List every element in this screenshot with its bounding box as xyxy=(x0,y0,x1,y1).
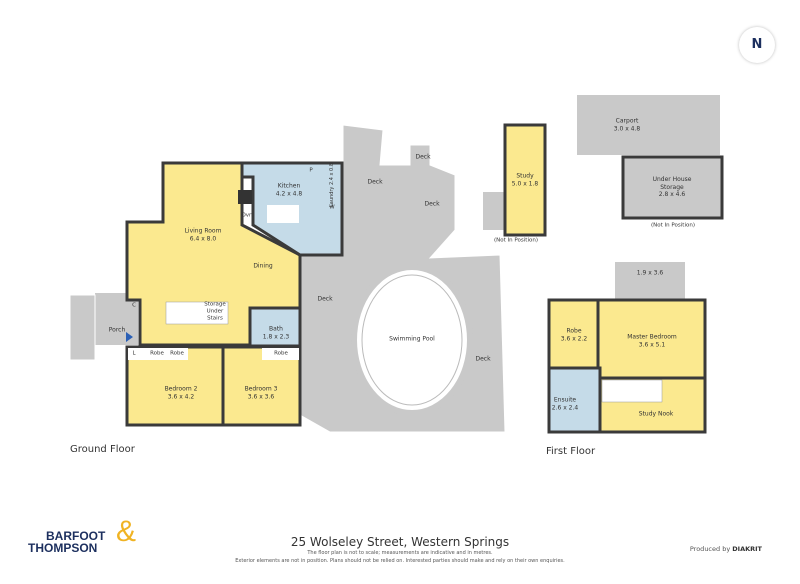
pool-label: Swimming Pool xyxy=(389,335,435,343)
under-house-storage xyxy=(621,155,724,220)
laundry-label: Laundry 2.4 x 0.8 xyxy=(328,162,335,208)
bath xyxy=(248,306,302,348)
under-house-note: (Not In Position) xyxy=(651,222,695,229)
porch-label: Porch xyxy=(108,326,126,334)
first-floor-title: First Floor xyxy=(546,446,596,457)
robe-label: Robe xyxy=(274,350,288,357)
deck-label: Deck xyxy=(424,200,440,208)
stairs xyxy=(165,301,229,325)
entry-arrow-icon xyxy=(126,332,133,342)
property-address: 25 Wolseley Street, Western Springs xyxy=(290,535,510,549)
study-note: (Not In Position) xyxy=(494,237,538,244)
study-steps xyxy=(483,192,505,230)
barfoot-thompson-logo: BARFOOT THOMPSON & xyxy=(28,515,137,555)
balcony-label: 1.9 x 3.6 xyxy=(636,269,664,277)
study xyxy=(503,123,547,237)
porch-steps xyxy=(69,294,96,361)
carport xyxy=(577,95,720,155)
disclaimer: The floor plan is not to scale; measurem… xyxy=(235,550,565,564)
pantry-label: P xyxy=(309,167,313,174)
balcony xyxy=(615,262,685,300)
deck-label: Deck xyxy=(317,295,333,303)
first-floor-robe xyxy=(547,298,600,370)
ground-floor-title: Ground Floor xyxy=(70,444,135,455)
deck-label: Deck xyxy=(367,178,383,186)
master-bedroom xyxy=(596,298,707,380)
oven-label: Ovn xyxy=(241,212,253,219)
north-arrow-icon: N xyxy=(739,27,775,63)
ensuite xyxy=(547,366,602,434)
washer-label: W xyxy=(329,204,335,211)
cupboard-label: C xyxy=(132,302,136,309)
robe-label: Robe xyxy=(150,350,164,357)
study-nook-label: Study Nook xyxy=(638,410,674,418)
robe-label: Robe xyxy=(170,350,184,357)
dining-label: Dining xyxy=(253,262,273,270)
deck-label: Deck xyxy=(415,153,431,161)
deck-label: Deck xyxy=(475,355,491,363)
linen-label: L xyxy=(132,350,136,357)
produced-by: Produced by DIAKRIT xyxy=(689,545,762,553)
storage-label: Storage Under Stairs xyxy=(204,301,226,322)
